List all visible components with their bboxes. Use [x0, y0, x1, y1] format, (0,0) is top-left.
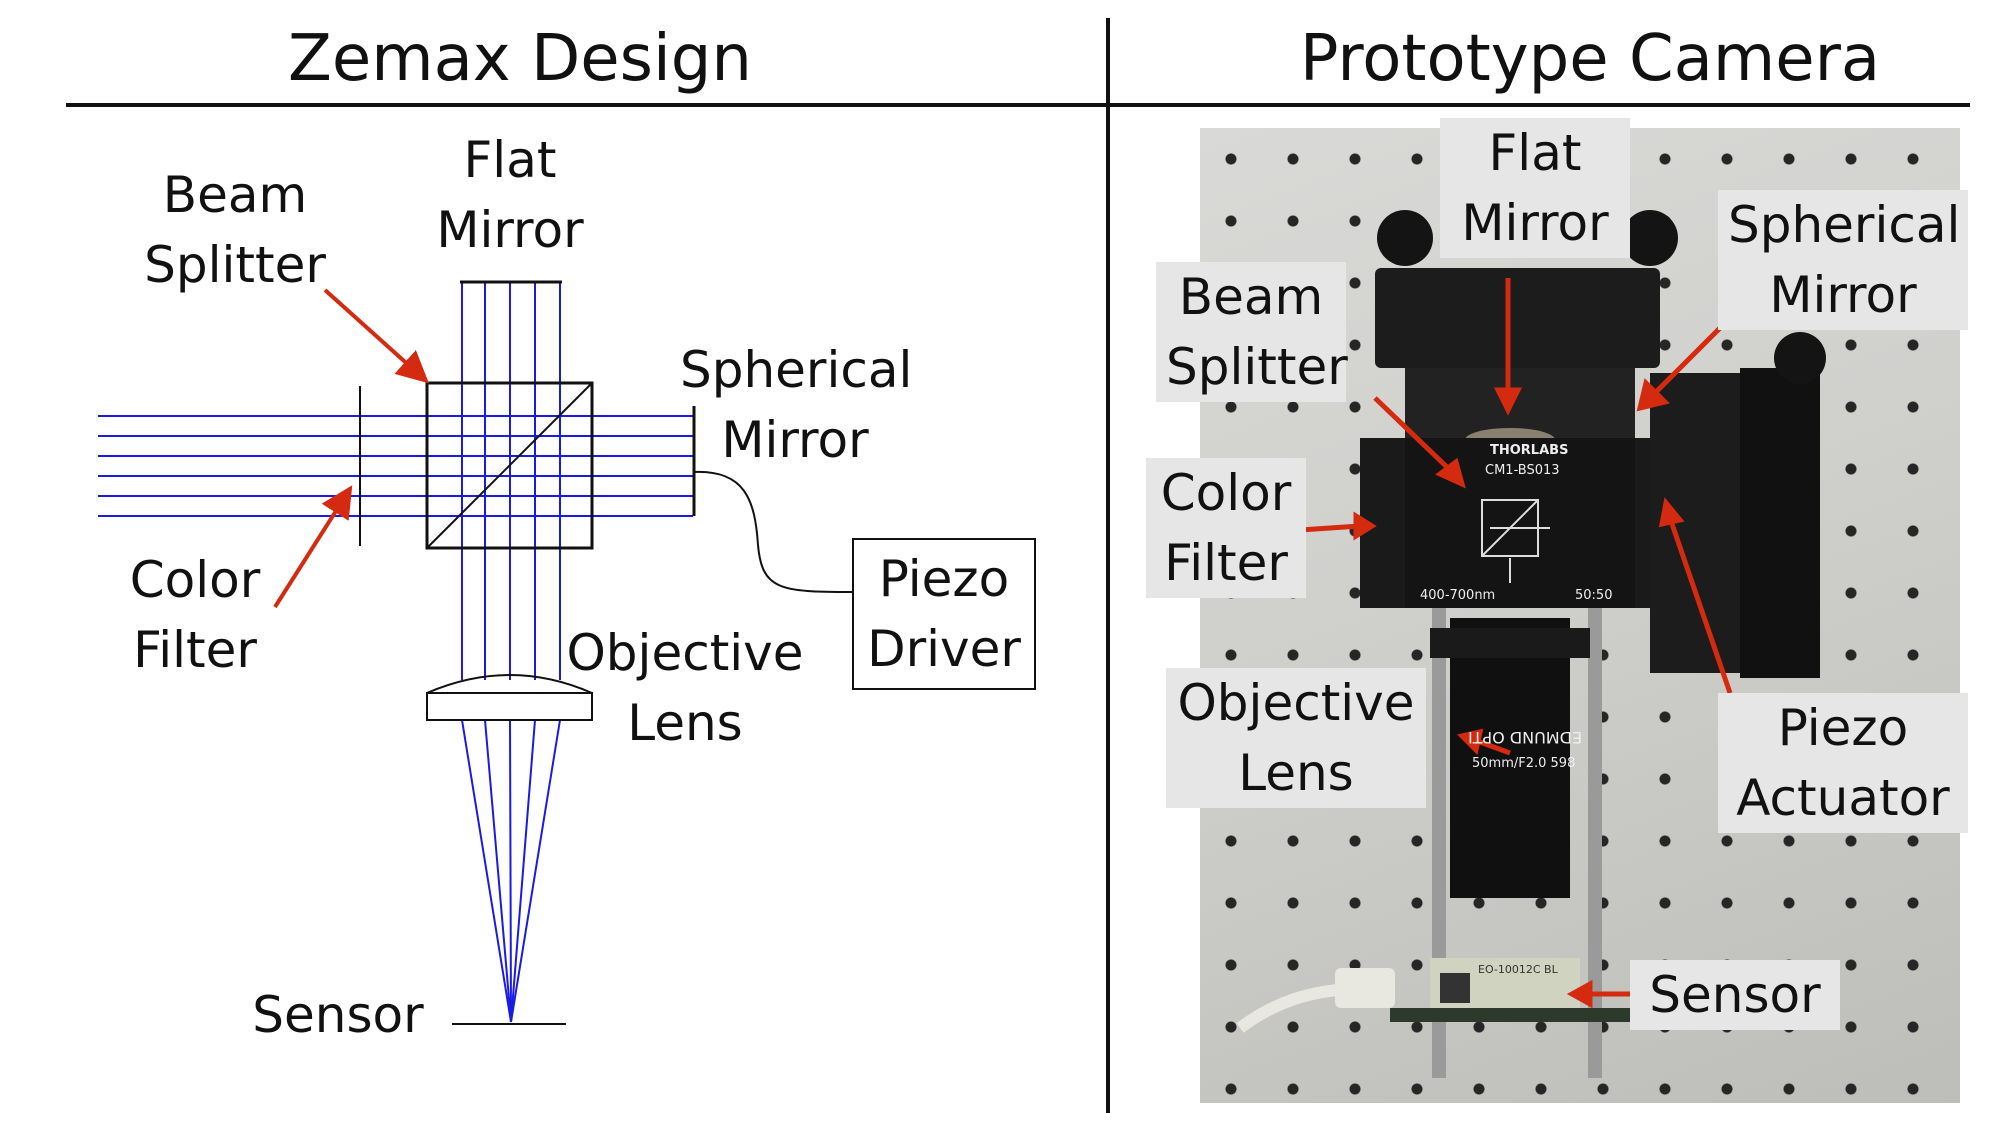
piezo-cable: [693, 470, 853, 593]
right-panel-title: Prototype Camera: [1299, 22, 1881, 96]
zemax-spherical-mirror-label: Spherical Mirror: [680, 341, 913, 469]
device-ratio-text: 50:50: [1575, 588, 1613, 603]
lens-spec-text: 50mm/F2.0 598: [1472, 756, 1576, 771]
beam-splitter-cube: [425, 381, 594, 550]
device-brand-text: THORLABS: [1490, 443, 1569, 458]
horizontal-rays: [98, 415, 693, 517]
lens-brand-text: EDMUND OPTI: [1468, 728, 1583, 747]
camera-drawing: [1236, 210, 1826, 1078]
photo-sensor-label: Sensor: [1630, 960, 1840, 1030]
device-model-text: CM1-BS013: [1485, 463, 1560, 478]
sensor-code-text: EO-10012C BL: [1478, 963, 1558, 976]
vertical-rays: [461, 282, 561, 680]
converging-rays: [461, 719, 561, 1023]
left-title-underline: [66, 103, 1106, 107]
beam-splitter-arrow: [323, 288, 429, 384]
color-filter-arrow: [273, 485, 353, 609]
beam-splitter-diagonal: [426, 382, 593, 549]
device-range-text: 400-700nm: [1420, 588, 1496, 603]
objective-lens-shape: [426, 674, 593, 721]
zemax-sensor-label: Sensor: [252, 986, 424, 1044]
zemax-diagram: [98, 280, 853, 1025]
right-title-underline: [1110, 103, 1970, 107]
left-panel-title: Zemax Design: [288, 22, 752, 96]
panel-divider: [1106, 18, 1110, 1113]
